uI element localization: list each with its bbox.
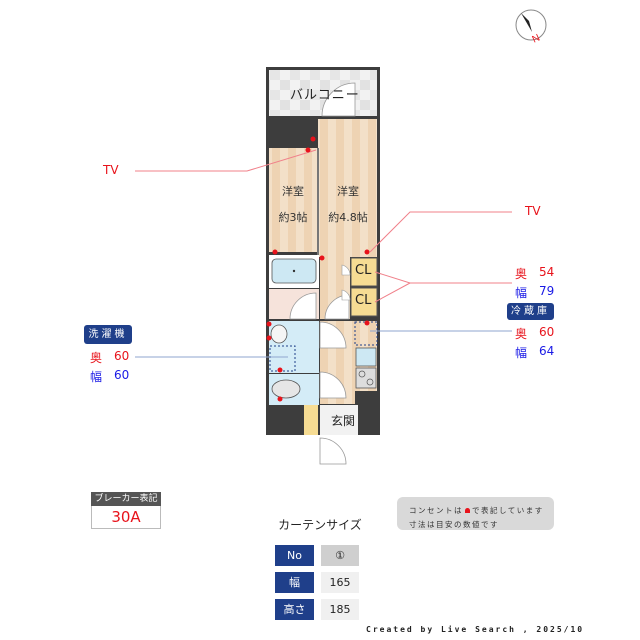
closet-1-label: CL bbox=[355, 263, 372, 278]
western-room-b-label: 洋室 約4.8帖 bbox=[328, 185, 368, 224]
outlet-markers bbox=[266, 136, 370, 402]
outlet-dot-icon bbox=[465, 508, 470, 513]
western-room-b bbox=[318, 119, 377, 257]
credit-text: Created by Live Search , 2025/10 bbox=[366, 625, 585, 634]
kitchen-sink bbox=[355, 347, 377, 367]
compass-icon: N bbox=[515, 9, 547, 46]
fridge-tag: 冷蔵庫 bbox=[507, 303, 554, 320]
breaker-label: ブレーカー表記 bbox=[91, 492, 161, 506]
curtain-row: 幅 165 bbox=[275, 572, 365, 593]
washer-tag: 洗濯機 bbox=[84, 325, 132, 344]
tv-left-label: TV bbox=[103, 163, 119, 177]
curtain-title: カーテンサイズ bbox=[278, 518, 362, 532]
tv-left-leader bbox=[135, 149, 317, 172]
breaker-box: ブレーカー表記 30A bbox=[91, 492, 161, 529]
washer-space bbox=[269, 345, 296, 372]
entrance-door-swing bbox=[319, 437, 347, 465]
shoe-closet bbox=[304, 405, 318, 435]
closet-2-label: CL bbox=[355, 293, 372, 308]
tv-right-label: TV bbox=[525, 204, 541, 218]
fridge-space bbox=[354, 321, 378, 346]
curtain-row: No ① bbox=[275, 545, 365, 566]
western-room-a bbox=[269, 148, 317, 252]
entrance-label: 玄関 bbox=[331, 414, 356, 428]
pillar bbox=[266, 116, 315, 148]
western-room-a-label: 洋室 約3帖 bbox=[278, 185, 308, 224]
curtain-row: 高さ 185 bbox=[275, 599, 365, 620]
toilet bbox=[271, 379, 301, 399]
closet-1 bbox=[350, 257, 378, 287]
breaker-value: 30A bbox=[91, 506, 161, 529]
entrance-floor bbox=[320, 405, 358, 435]
svg-text:N: N bbox=[531, 33, 542, 46]
balcony-label: バルコニー bbox=[290, 88, 360, 103]
stove bbox=[355, 367, 377, 389]
washbasin bbox=[270, 324, 288, 344]
balcony-door-swing bbox=[321, 82, 356, 117]
curtain-table: No ① 幅 165 高さ 185 bbox=[275, 545, 365, 620]
outlet-note: コンセントはで表記しています 寸法は目安の数値です bbox=[397, 497, 554, 530]
closet-2 bbox=[350, 287, 378, 317]
tv-right-leader bbox=[369, 211, 512, 253]
